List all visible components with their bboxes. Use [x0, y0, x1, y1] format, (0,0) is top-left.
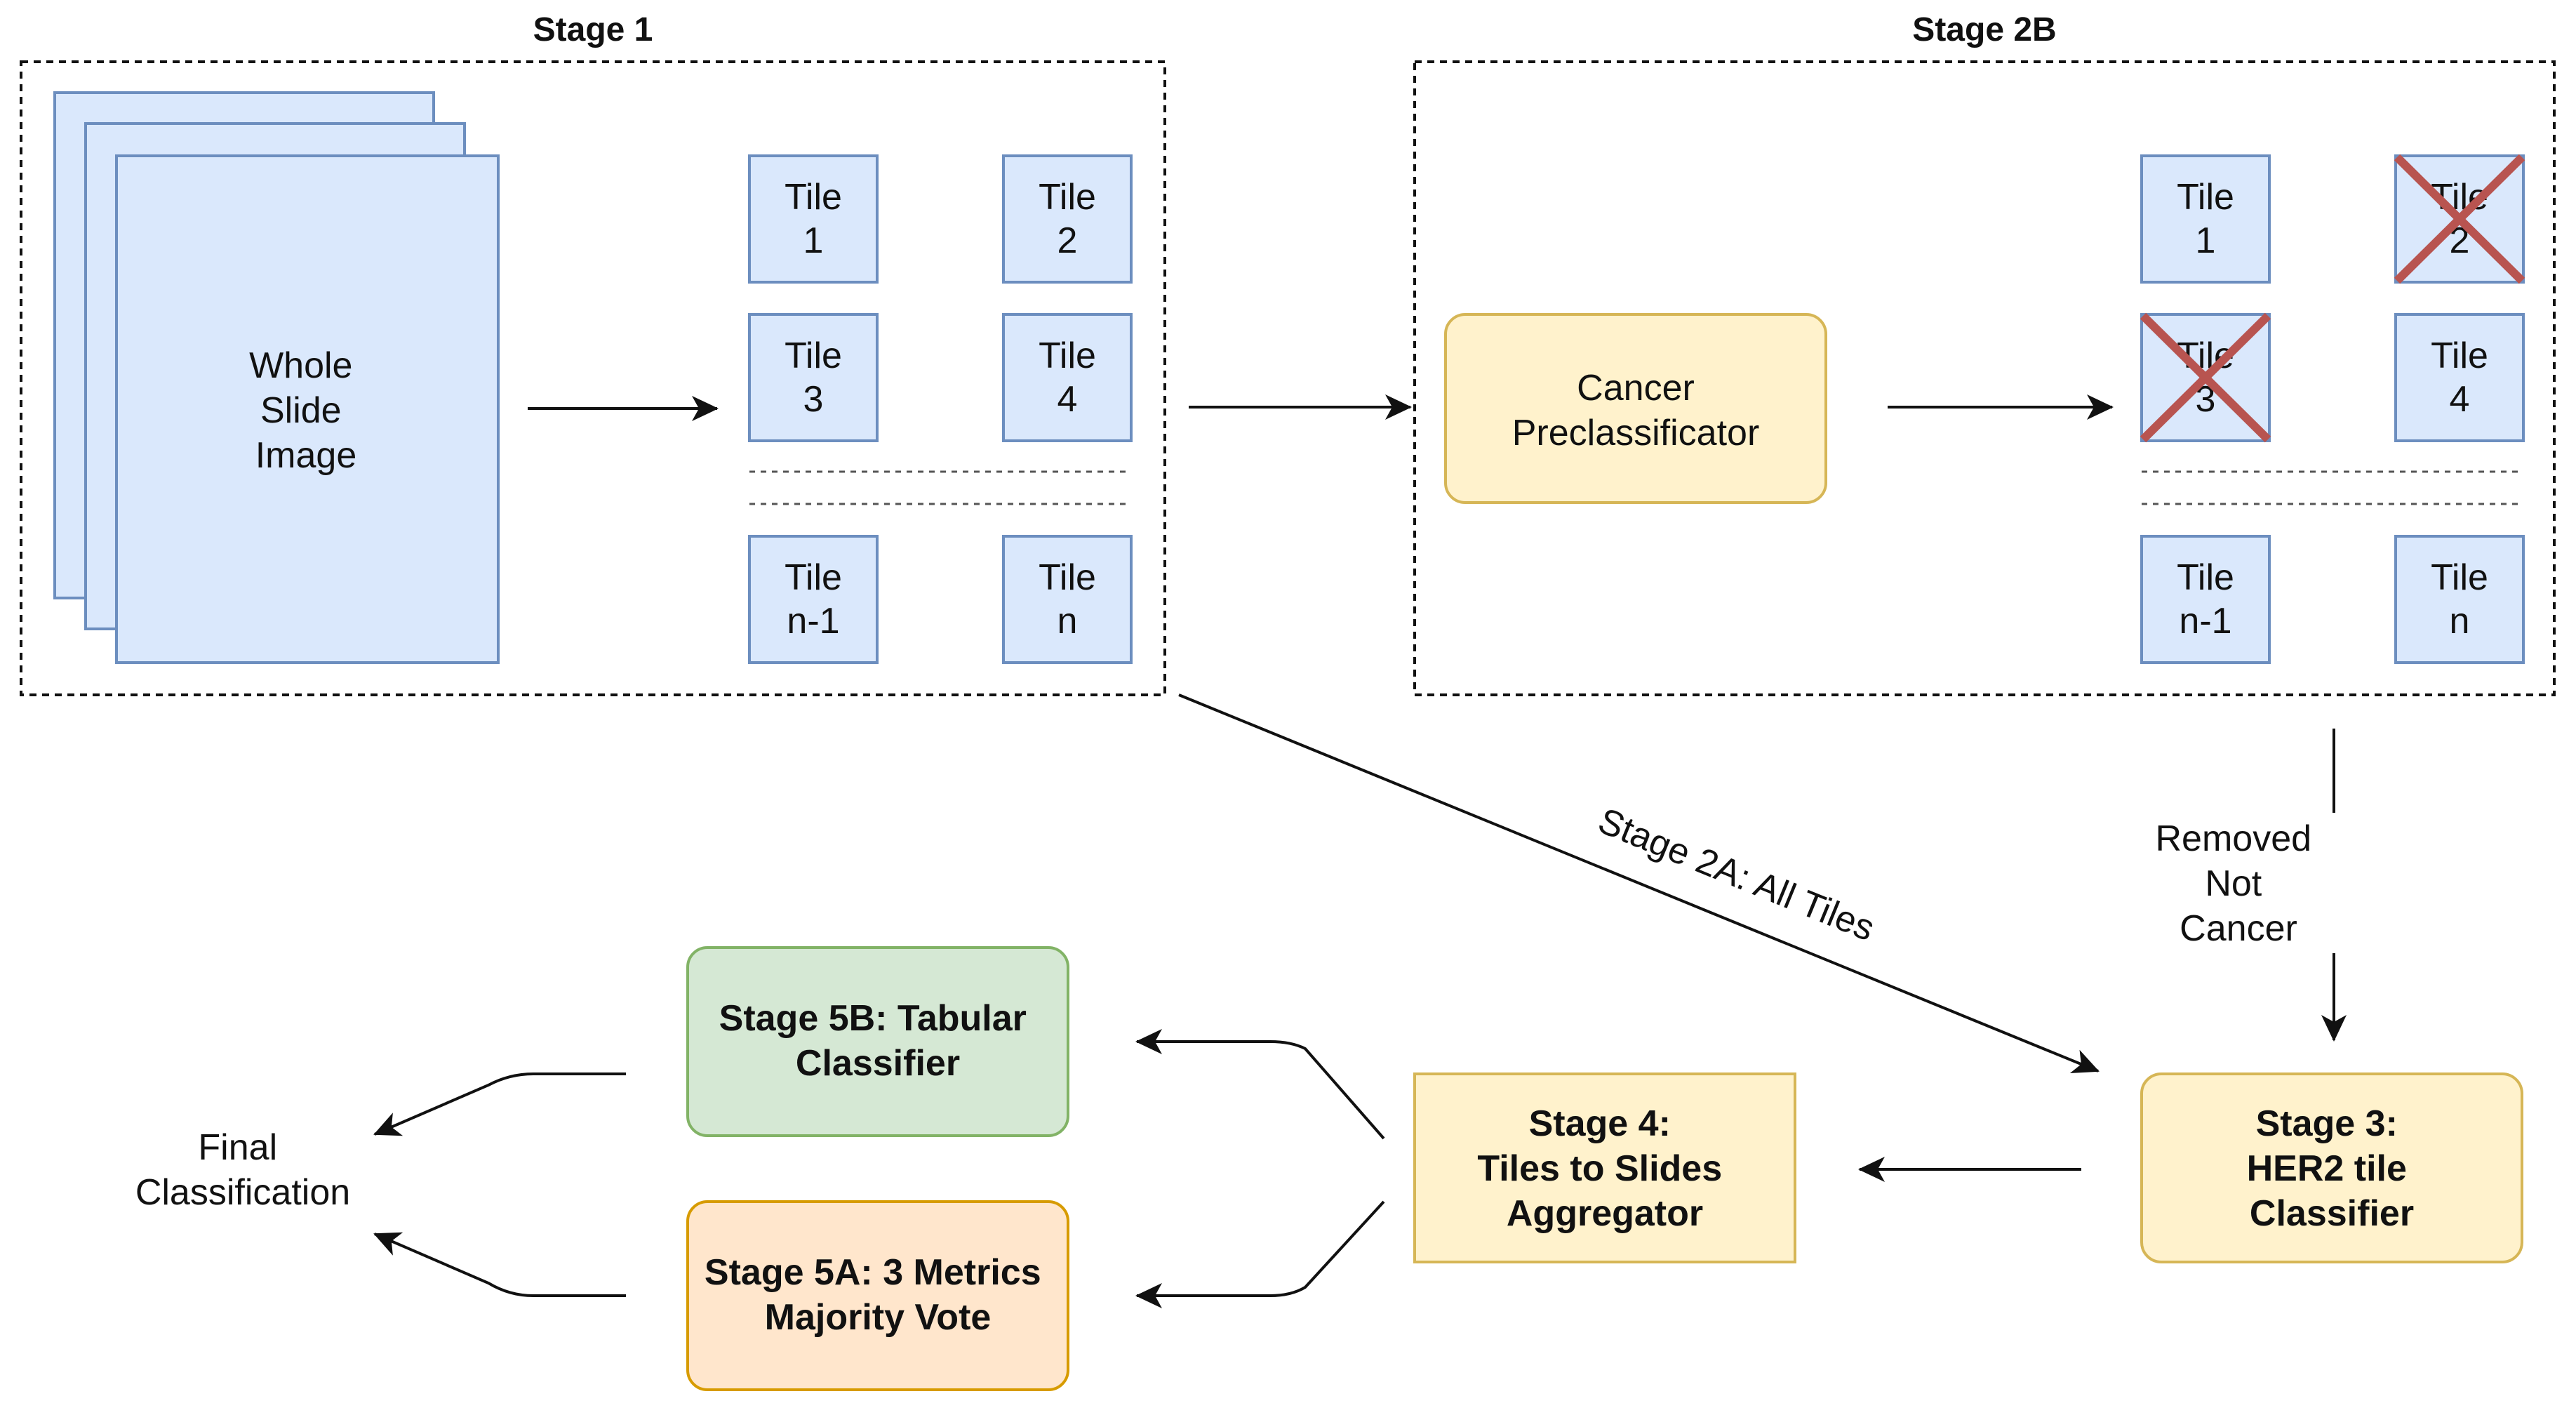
final-classification-label: Final Classification: [135, 1127, 350, 1213]
cross-icon: [2394, 154, 2525, 284]
wsi-page-front: [115, 154, 500, 664]
stage3-box: Stage 3: HER2 tile Classifier: [2140, 1072, 2523, 1263]
removed-label-bg: [2147, 813, 2337, 953]
svg-text:Stage 5A: 3 Metrics Majo: Stage 5A: 3 Metrics Majority Vote: [705, 1252, 1051, 1338]
stage1-title: Stage 1: [533, 11, 653, 48]
svg-text:Stage 5B: Tabular Classi: Stage 5B: Tabular Classifier: [719, 998, 1037, 1084]
arrow-stage4-to-stage5b: [1135, 1029, 1385, 1140]
arrow-stage5b-to-final: [373, 1072, 626, 1136]
arrow-stage5a-to-final: [373, 1232, 626, 1297]
stage2a-label: Stage 2A: All Tiles: [1592, 800, 1880, 949]
stage5a-box: Stage 5A: 3 Metrics Majority Vote: [686, 1200, 1069, 1391]
stage2b-title: Stage 2B: [1912, 11, 2056, 48]
stage2b-container: [1413, 60, 2556, 696]
stage4-box: Stage 4: Tiles to Slides Aggregator: [1413, 1072, 1796, 1263]
svg-text:Stage 4: Tiles to Slides: Stage 4: Tiles to Slides Aggregator: [1477, 1103, 1732, 1234]
stage1-container: [20, 60, 1166, 696]
arrow-stage4-to-stage5a: [1135, 1200, 1385, 1308]
stage5b-box: Stage 5B: Tabular Classifier: [686, 946, 1069, 1137]
wsi-label: Whole Slide Image: [249, 345, 363, 476]
cross-icon: [2140, 312, 2271, 443]
svg-text:Stage 3: HER2 tile: Stage 3: HER2 tile Classifier: [2247, 1103, 2417, 1234]
arrow-stage2a-all-tiles: [1178, 693, 2100, 1074]
removed-not-cancer-label: Removed Not Cancer: [2155, 818, 2321, 949]
